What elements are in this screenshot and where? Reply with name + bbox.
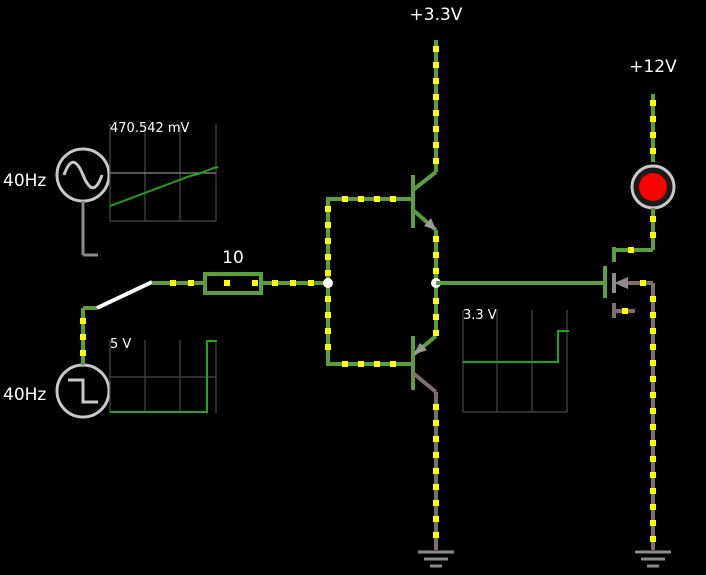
ground-symbol-right — [635, 550, 671, 568]
led-lamp[interactable] — [630, 164, 676, 210]
ground-symbol-left — [418, 550, 454, 568]
sine-scope-value: 470.542 mV — [110, 121, 190, 136]
square-source[interactable]: 40Hz — [3, 363, 111, 419]
npn-emitter-arrow-icon — [424, 218, 436, 230]
output-scope-trace — [463, 330, 569, 363]
switch-lever[interactable] — [96, 280, 153, 310]
sine-scope-trace — [109, 166, 219, 207]
square-wave-glyph — [68, 378, 98, 404]
supply-label-3v3: +3.3V — [410, 5, 463, 25]
input-switch[interactable] — [81, 280, 153, 365]
output-scope-value: 3.3 V — [463, 308, 497, 323]
current-dots — [80, 46, 656, 542]
mosfet-arrow-icon — [614, 277, 628, 289]
square-scope[interactable]: 5 V — [109, 337, 217, 413]
square-frequency-label: 40Hz — [3, 385, 46, 405]
sine-wave-glyph — [62, 160, 104, 190]
square-scope-value: 5 V — [110, 337, 131, 352]
led-on-indicator — [639, 173, 667, 201]
pnp-transistor[interactable] — [411, 283, 438, 550]
supply-label-12v: +12V — [629, 57, 677, 77]
sine-frequency-label: 40Hz — [3, 171, 46, 191]
resistor-value: 10 — [222, 248, 244, 268]
square-scope-trace — [110, 340, 217, 413]
pnp-emitter-arrow-icon — [413, 343, 427, 355]
resistor[interactable]: 10 — [203, 248, 263, 295]
base-junction-node — [323, 278, 333, 288]
npn-transistor[interactable] — [411, 40, 438, 283]
output-scope[interactable]: 3.3 V — [462, 308, 569, 413]
base-wiring — [326, 197, 412, 366]
sine-scope[interactable]: 470.542 mV — [109, 121, 219, 222]
sine-source[interactable]: 40Hz — [3, 147, 111, 257]
